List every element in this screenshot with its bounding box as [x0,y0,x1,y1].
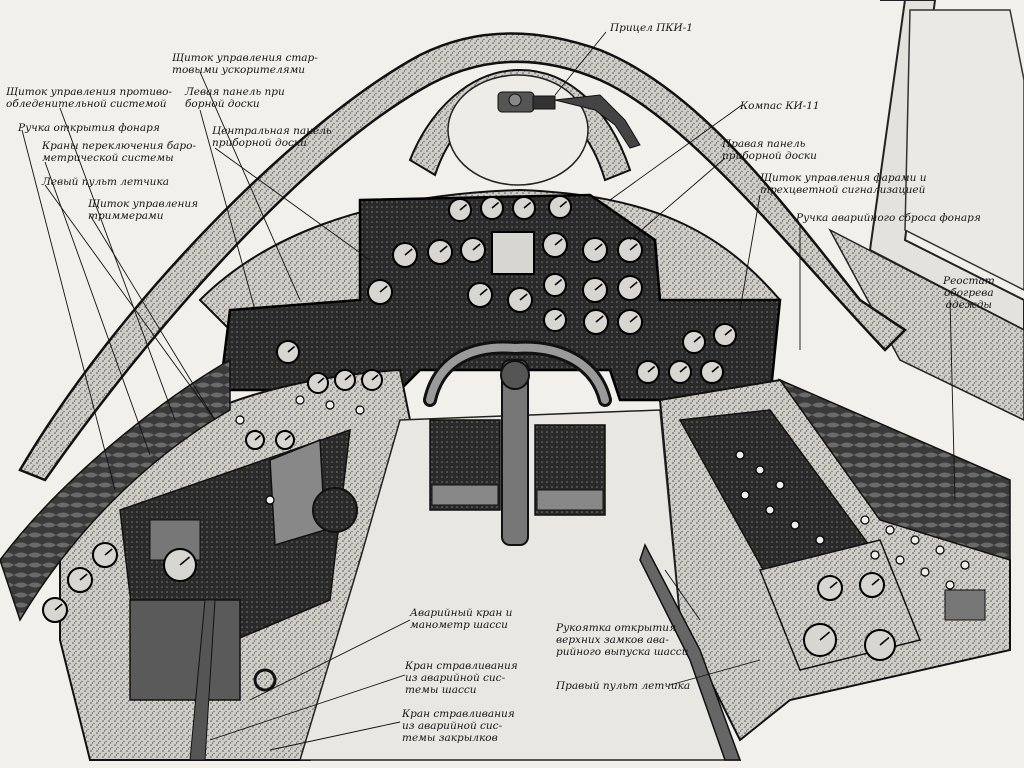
console-knob [740,490,750,500]
dial-needle [554,313,563,321]
console-knob [945,580,955,590]
dial-needle [629,315,638,323]
console-knob [960,560,970,570]
dial-needle [54,603,63,611]
dial-needle [491,201,500,209]
label-right-panel: Правая панель приборной доски [722,138,817,162]
console-knob [755,465,765,475]
label-lights-panel: Щиток управления фарами и трехцветной си… [760,172,927,196]
dial-needle [479,288,488,296]
label-uplock-handle: Рукоятка открытия верхних замков ава- ри… [556,622,689,658]
dial-needle [287,345,296,353]
dial-needle [404,248,413,256]
label-trim-panel: Щиток управления триммерами [88,198,199,222]
dial-needle [594,243,603,251]
label-left-panel: Левая панель при борной доски [185,86,285,110]
console-knob [325,400,335,410]
dial-needle [523,201,532,209]
dial-needle [829,581,838,589]
label-start-boosters: Щиток управления стар- товыми ускорителя… [172,52,318,76]
console-knob [860,515,870,525]
dial-needle [317,377,325,384]
label-anti-icing: Щиток управления противо- обледенительно… [6,86,172,110]
dial-needle [179,556,191,566]
console-knob [870,550,880,560]
console-knob [235,415,245,425]
console-knobs [235,395,970,590]
label-compass: Компас КИ-11 [740,100,820,112]
label-suit-rheostat: Реостат обогрева одежды [943,275,995,311]
label-gear-bleed-valve: Кран стравливания из аварийной сис- темы… [405,660,518,696]
dial-needle [679,365,688,373]
control-stick [423,340,612,546]
console-knob [895,555,905,565]
console-knob [920,567,930,577]
attitude-indicator [491,231,535,275]
dial-needle [104,548,113,556]
console-knob [885,525,895,535]
dial-needle [472,243,481,251]
dial-needle [629,243,638,251]
console-knob [935,545,945,555]
console-knob [765,505,775,515]
dial-needle [724,328,733,336]
dial-needle [439,245,448,253]
label-left-console: Левый пульт летчика [42,176,169,188]
gunsight-pki-1 [497,91,641,149]
dial-needle [254,434,261,441]
dial-needle [629,281,638,289]
dial-needle [284,434,291,441]
dial-needle [819,631,831,641]
console-knob [790,520,800,530]
dial-needle [79,573,88,581]
side-window-glass [904,9,1024,291]
dial-needle [379,285,388,293]
dial-needle [879,636,890,646]
label-right-console: Правый пульт летчика [556,680,691,692]
dial-needle [871,578,880,586]
label-emergency-valve-gauge: Аварийный кран и манометр шасси [410,607,513,631]
label-flap-bleed-valve: Кран стравливания из аварийной сис- темы… [402,708,515,744]
console-knob [295,395,305,405]
label-center-panel: Центральная панель приборной доски [212,125,332,149]
label-sight: Прицел ПКИ-1 [610,22,693,34]
console-knob [265,495,275,505]
dial-needle [519,293,528,301]
dial-needle [711,365,720,373]
leader-lines [21,31,956,751]
console-knob [815,535,825,545]
dial-needle [594,283,603,291]
console-knob [775,480,785,490]
console-knob [355,405,365,415]
dial-needle [693,335,702,343]
label-canopy-jettison: Ручка аварийного сброса фонаря [796,212,981,224]
dial-needle [595,315,604,323]
console-knob [735,450,745,460]
dial-needle [371,374,379,381]
instrument-dials [42,195,896,661]
dial-needle [559,200,568,208]
dial-needle [344,374,352,381]
canopy-arch [18,32,907,482]
dial-needle [554,278,563,286]
dial-needle [647,365,656,373]
label-baro-valves: Краны переключения баро- метрической сис… [42,140,196,164]
dial-needle [459,203,468,211]
label-canopy-handle: Ручка открытия фонаря [18,122,160,134]
console-knob [910,535,920,545]
dial-needle [554,238,563,246]
